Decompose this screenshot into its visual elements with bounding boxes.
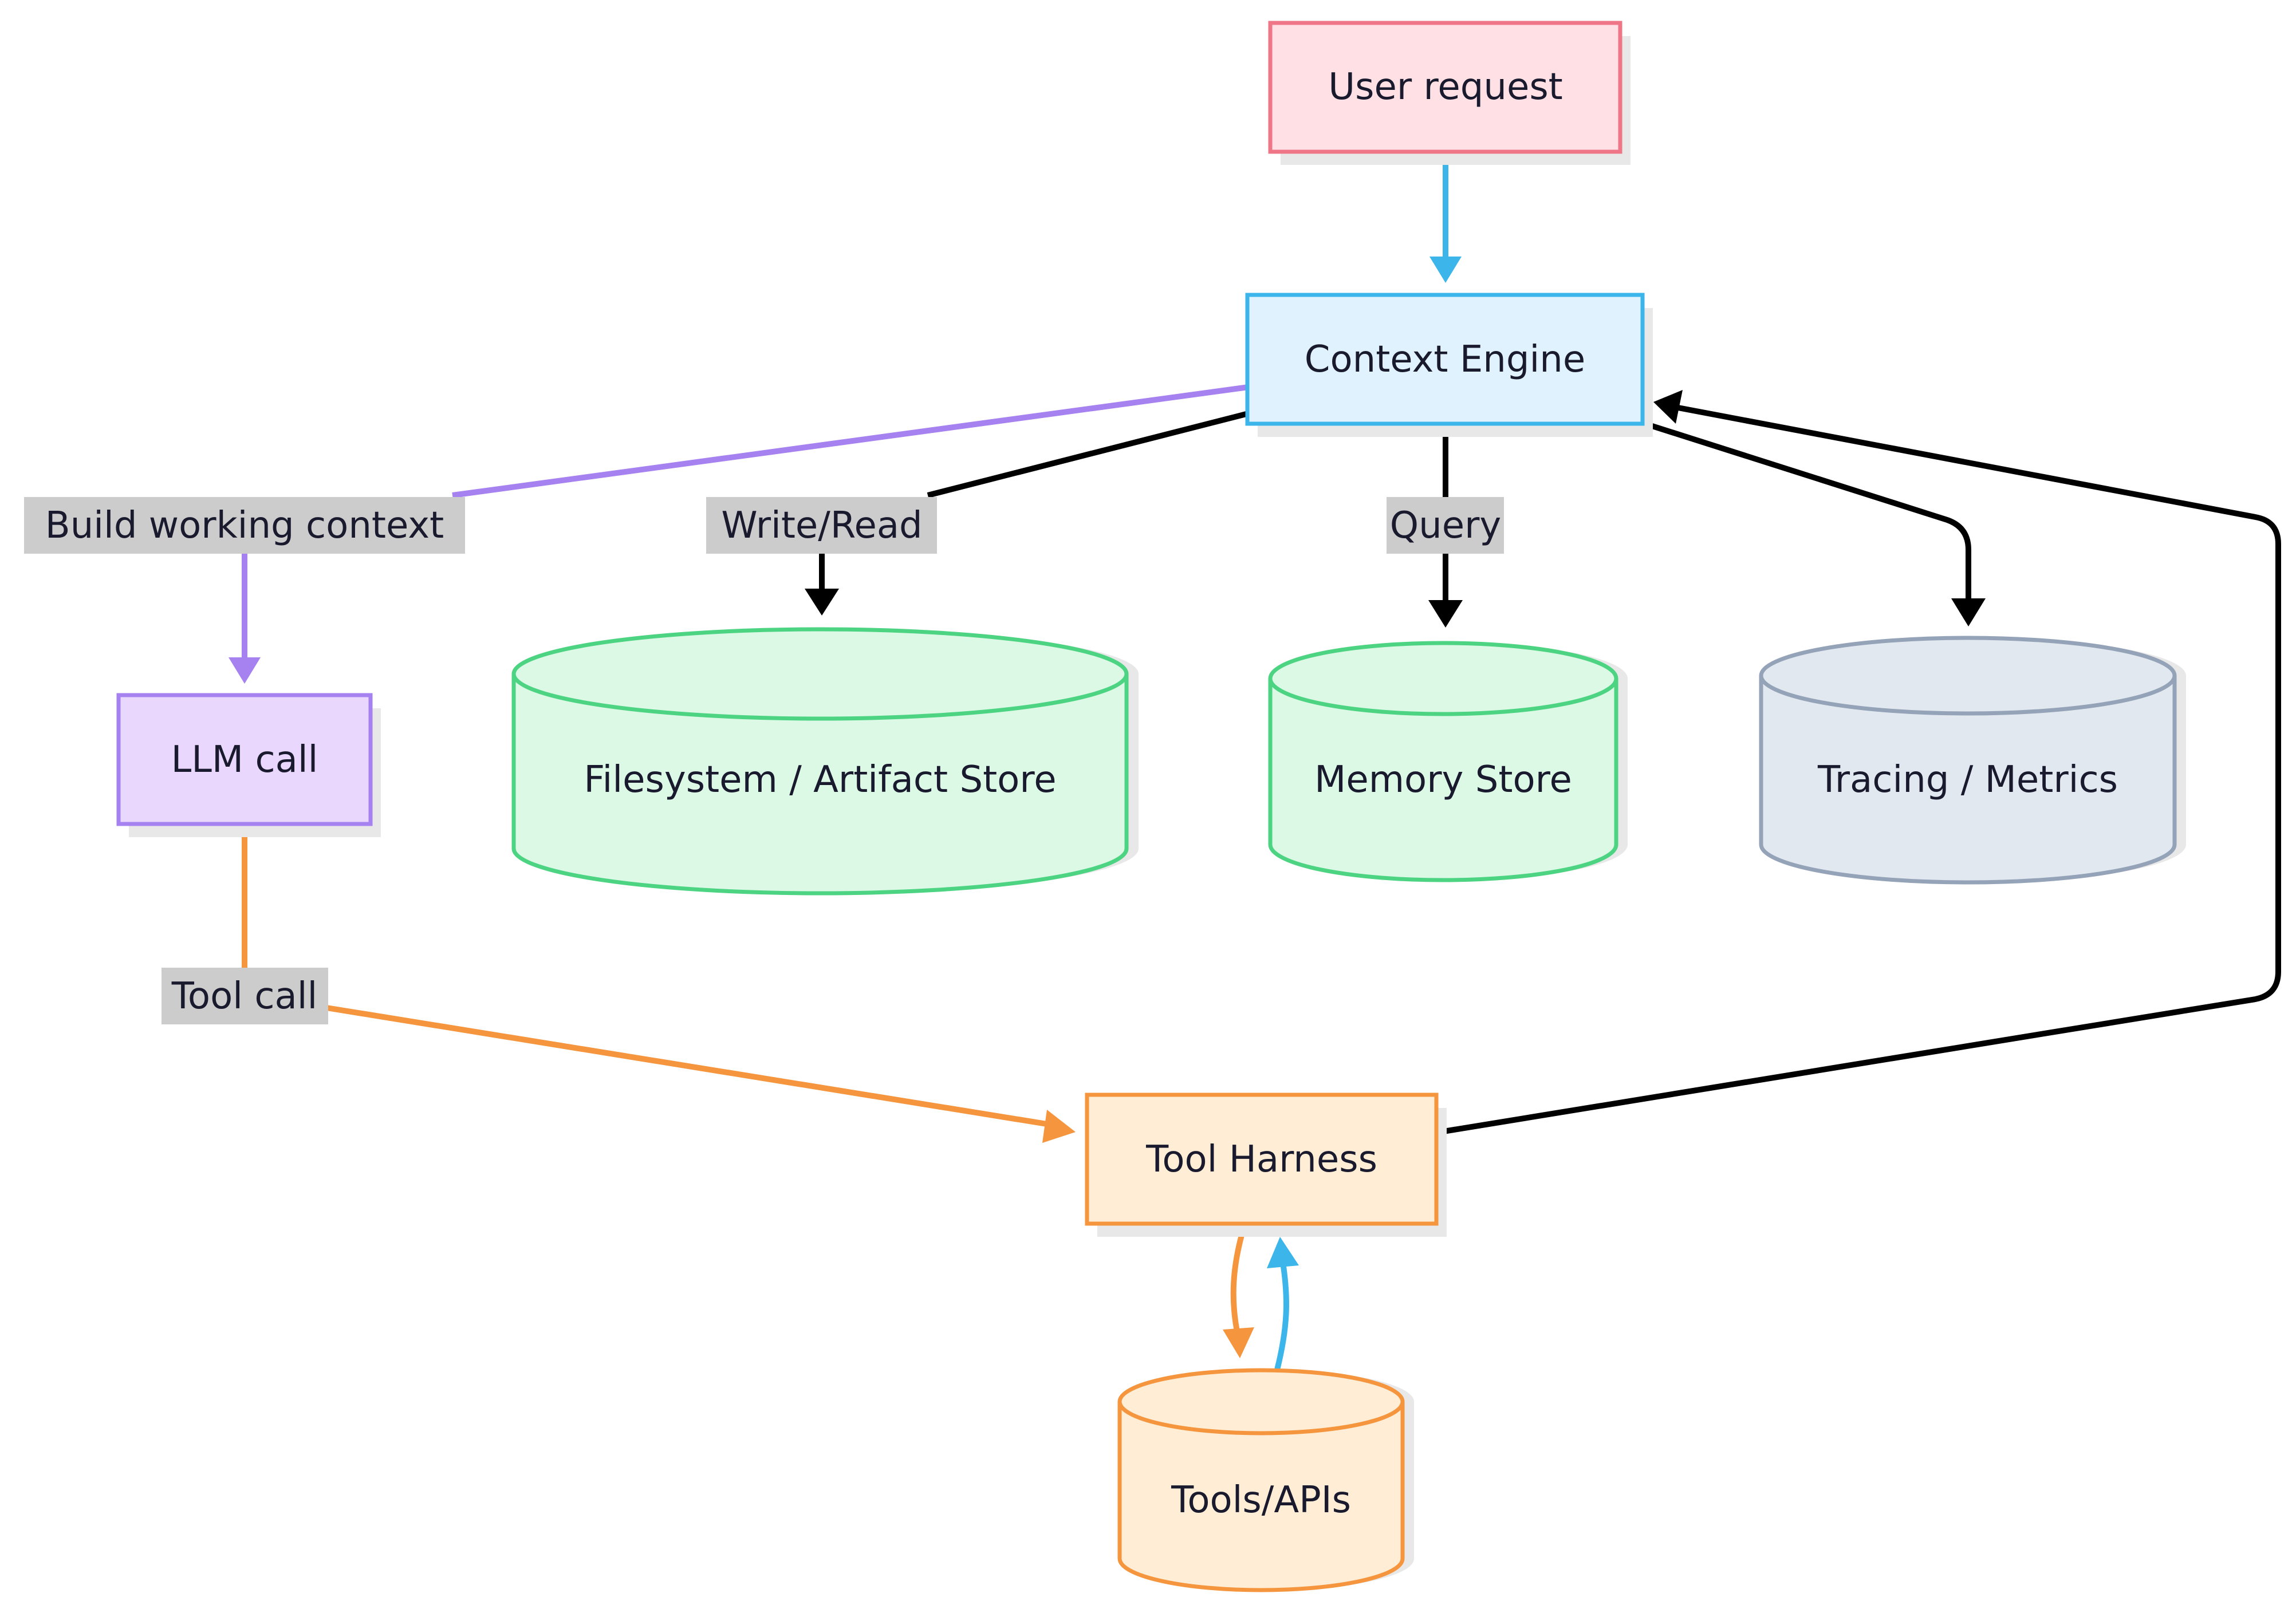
edge-harness-to-tools: [1230, 1226, 1247, 1338]
node-context-engine[interactable]: Context Engine: [1245, 293, 1653, 437]
arrowhead-filesystem-top: [805, 589, 839, 616]
edge-llm-to-harness: [242, 826, 1054, 1128]
edge-harness-to-context: [1436, 405, 2281, 1135]
node-filesystem-store[interactable]: Filesystem / Artifact Store: [511, 627, 1139, 896]
edge-label-build-context-text: Build working context: [45, 504, 444, 547]
edge-context-to-llm: [242, 384, 1249, 663]
edge-label-tool-call-text: Tool call: [171, 975, 318, 1018]
edge-label-query: Query: [1387, 497, 1504, 554]
edge-context-to-filesystem: [819, 411, 1250, 593]
node-tool-harness[interactable]: Tool Harness: [1085, 1093, 1447, 1237]
node-llm-call[interactable]: LLM call: [116, 693, 381, 837]
edge-label-build-context: Build working context: [24, 497, 465, 554]
node-filesystem-store-label: Filesystem / Artifact Store: [584, 759, 1056, 801]
nodes: User request Context Engine LLM call Fil…: [116, 21, 2186, 1592]
node-user-request[interactable]: User request: [1268, 21, 1631, 165]
node-tracing-metrics[interactable]: Tracing / Metrics: [1759, 636, 2186, 885]
node-user-request-label: User request: [1328, 66, 1563, 108]
arrowhead-tools-apis-top: [1223, 1327, 1254, 1358]
arrowhead-tool-harness-bottom: [1267, 1237, 1299, 1268]
arrowhead-context-engine-top: [1429, 257, 1462, 283]
edge-context-to-tracing: [1640, 420, 1971, 601]
node-tool-harness-label: Tool Harness: [1145, 1138, 1377, 1181]
node-tools-apis[interactable]: Tools/APIs: [1117, 1368, 1414, 1592]
node-context-engine-label: Context Engine: [1305, 338, 1585, 381]
node-tracing-metrics-label: Tracing / Metrics: [1817, 759, 2118, 801]
arrowhead-llm-call-top: [229, 657, 261, 684]
edge-label-query-text: Query: [1390, 504, 1502, 547]
edges: [229, 153, 2281, 1371]
edge-label-tool-call: Tool call: [162, 968, 328, 1024]
arrowhead-tool-harness-left: [1042, 1110, 1076, 1143]
arrowhead-memory-store-top: [1428, 600, 1463, 628]
arrowhead-tracing-top: [1951, 598, 1986, 626]
edge-tools-to-harness: [1274, 1262, 1289, 1371]
node-llm-call-label: LLM call: [171, 739, 318, 781]
node-tools-apis-label: Tools/APIs: [1171, 1479, 1351, 1521]
edge-label-write-read: Write/Read: [706, 497, 937, 554]
edge-labels: Build working context Write/Read Query T…: [24, 497, 1504, 1024]
edge-label-write-read-text: Write/Read: [721, 504, 922, 547]
node-memory-store[interactable]: Memory Store: [1268, 641, 1628, 882]
arrowhead-context-engine-right: [1653, 390, 1683, 424]
node-memory-store-label: Memory Store: [1314, 759, 1572, 801]
